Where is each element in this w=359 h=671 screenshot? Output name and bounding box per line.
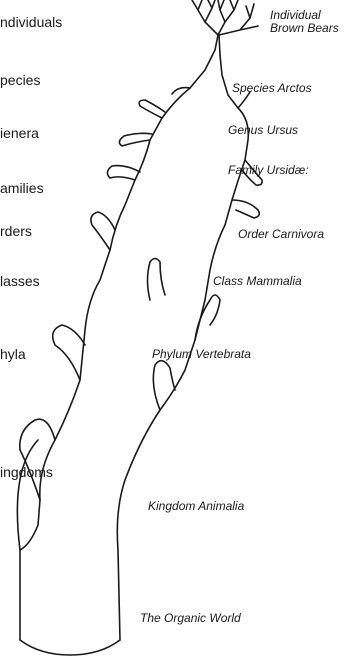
taxon-organic-world: The Organic World <box>140 611 241 625</box>
taxon-class: Class Mammalia <box>213 274 302 288</box>
rank-classes: lasses <box>0 273 40 289</box>
kingdom-branch <box>20 419 55 500</box>
rank-orders: rders <box>0 223 32 239</box>
rank-families: amilies <box>0 180 44 196</box>
taxon-order: Order Carnivora <box>238 227 324 241</box>
taxon-species: Species Arctos <box>232 81 312 95</box>
taxon-individual-line1: Individual <box>270 8 321 22</box>
taxon-individual-line2: Brown Bears <box>270 21 339 35</box>
phylum-branch-right <box>153 361 175 410</box>
order-branch-right <box>232 200 259 218</box>
rank-species: pecies <box>0 72 40 88</box>
taxon-phylum: Phylum Vertebrata <box>152 347 251 361</box>
taxon-family: Family Ursidæ: <box>228 163 309 177</box>
class-branch-right <box>195 295 220 340</box>
trunk-base <box>20 640 120 655</box>
rank-individuals: ndividuals <box>0 14 62 30</box>
rank-kingdoms: ingdoms <box>0 464 53 480</box>
individuals-twigs <box>192 0 258 35</box>
rank-phyla: hyla <box>0 346 26 362</box>
trunk-outline <box>20 35 218 640</box>
class-branch-mid <box>148 259 166 301</box>
genus-branch-left <box>139 100 165 118</box>
family-branch-left <box>119 133 152 146</box>
order-branch-left <box>107 166 140 180</box>
taxon-genus: Genus Ursus <box>228 123 298 137</box>
rank-genera: ienera <box>0 125 39 141</box>
taxon-kingdom: Kingdom Animalia <box>148 499 244 513</box>
